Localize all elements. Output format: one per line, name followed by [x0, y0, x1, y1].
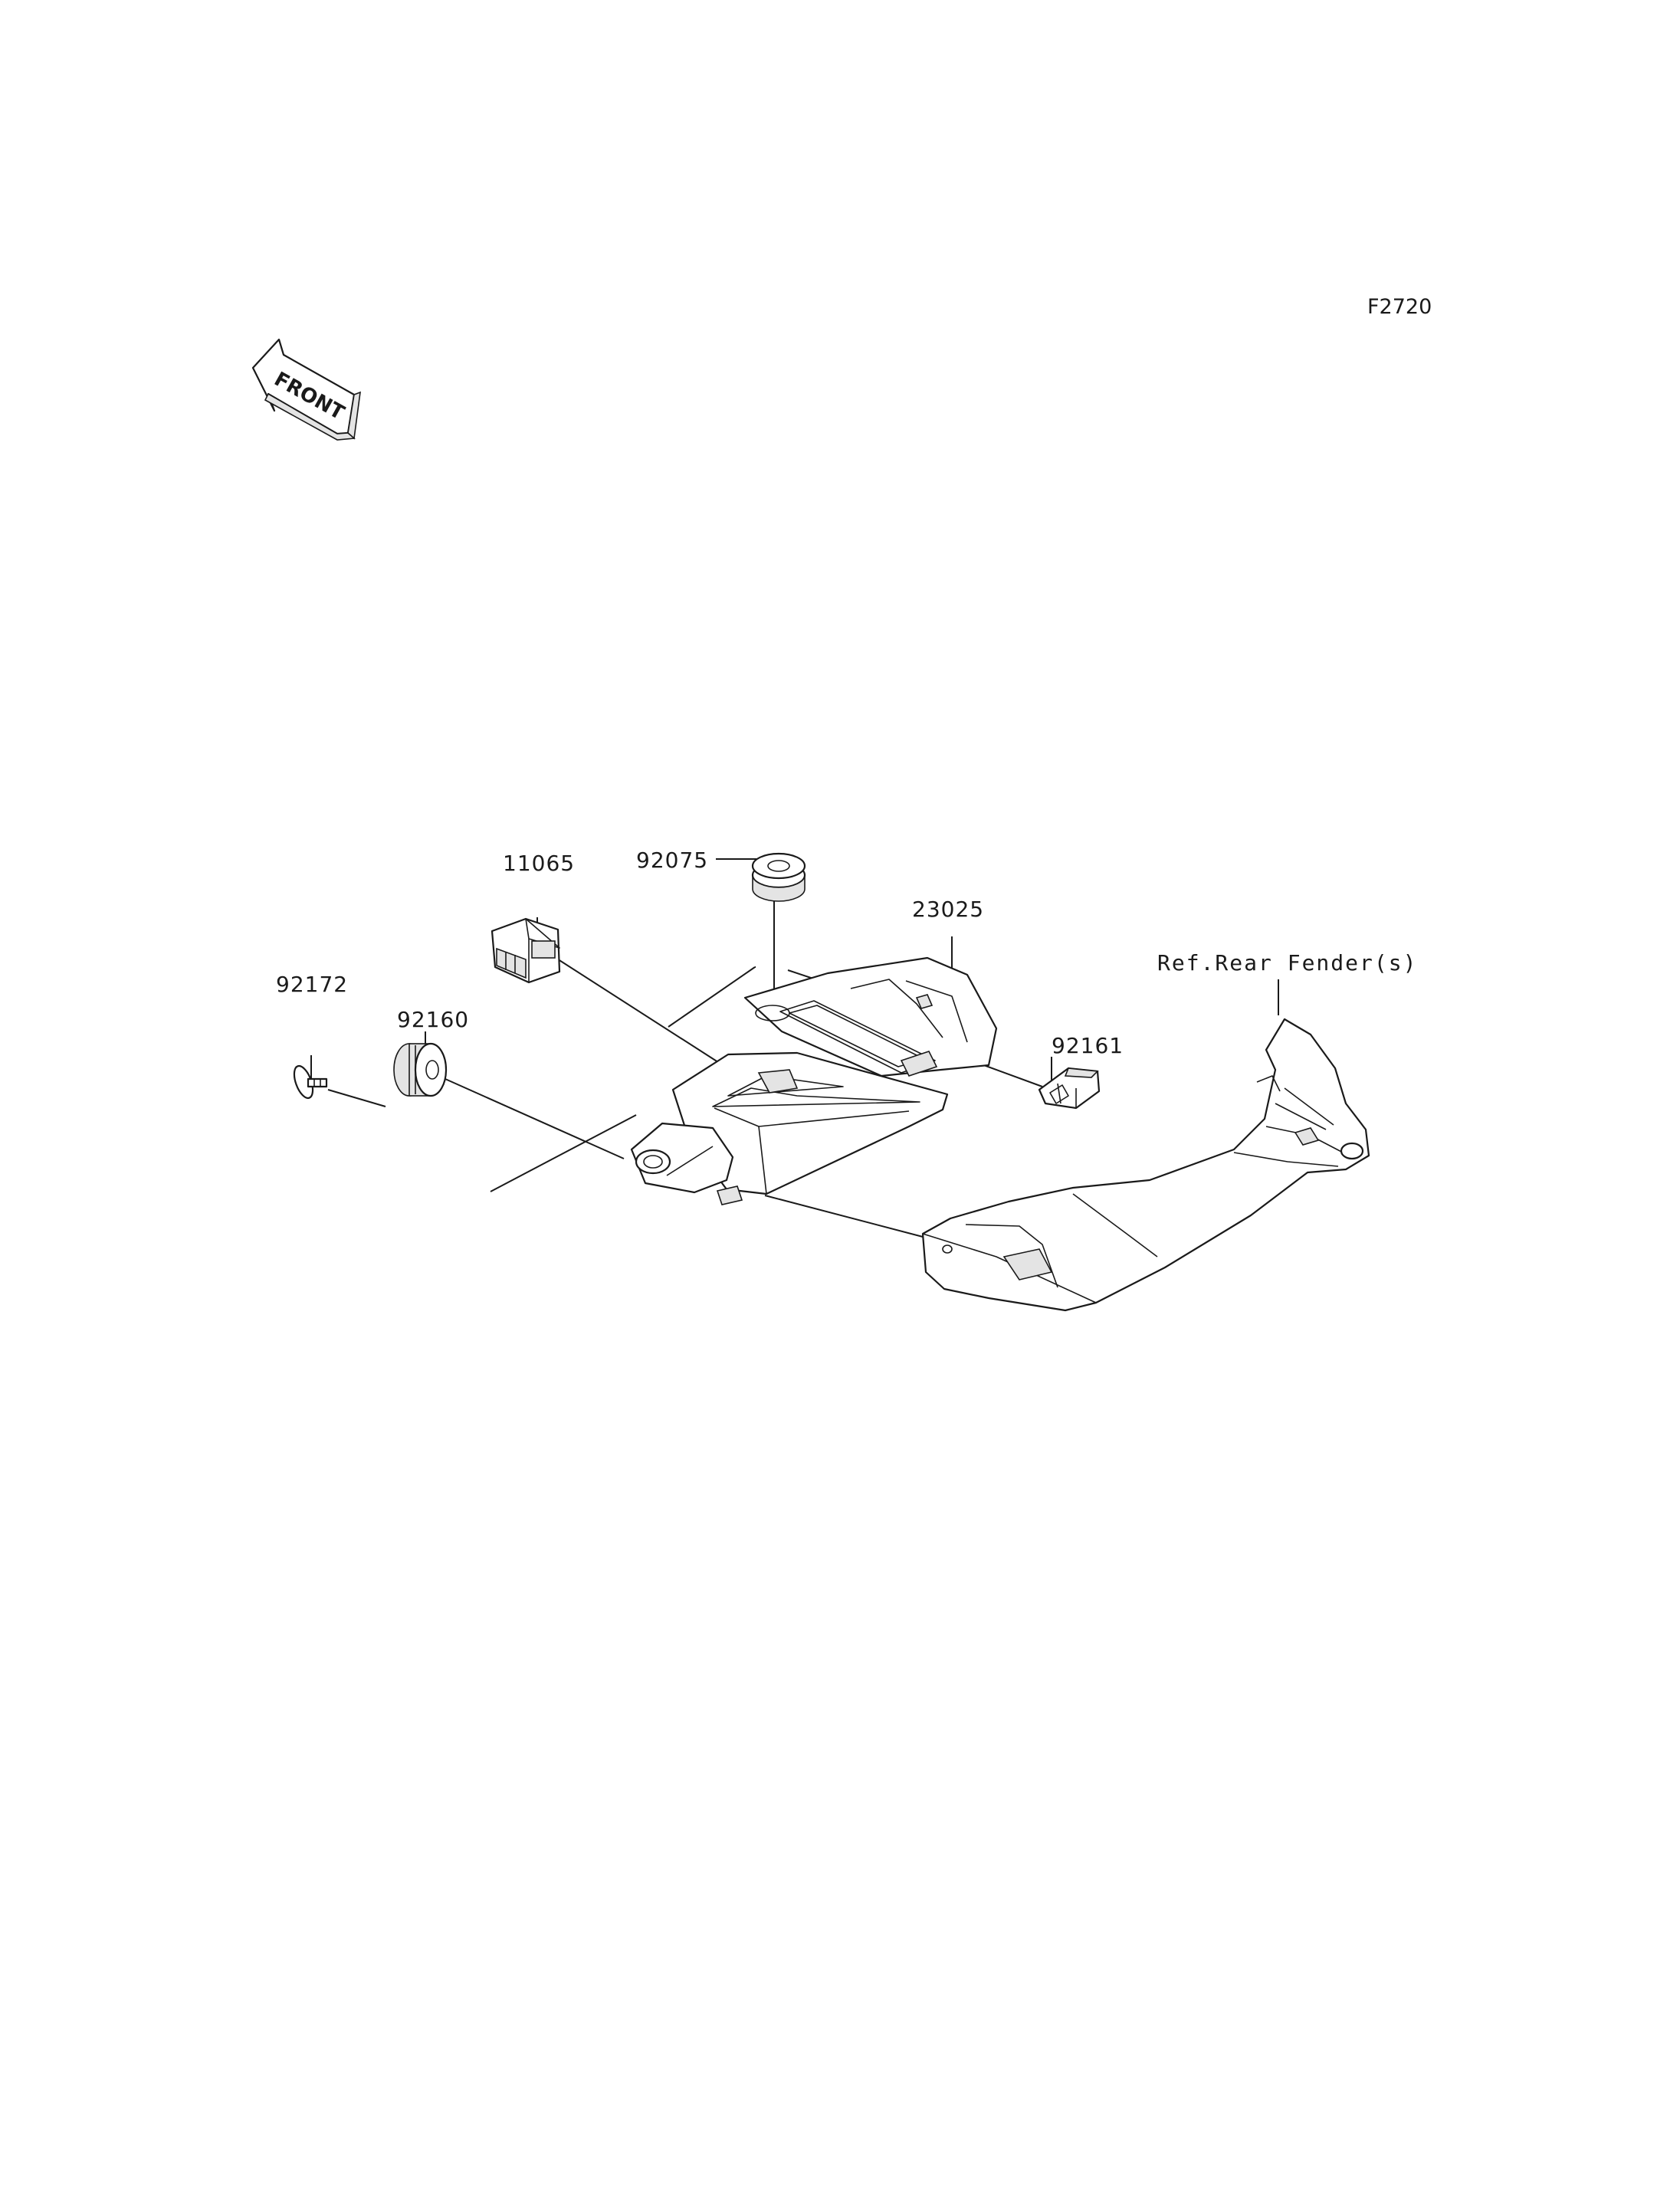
front-arrow-icon: FRONT	[251, 338, 361, 441]
callout-23025[interactable]: 23025	[912, 897, 984, 922]
damper-92160[interactable]	[393, 1042, 448, 1097]
license-lamp-bracket-23025[interactable]	[630, 956, 998, 1205]
clamp-92161[interactable]	[1038, 1067, 1101, 1110]
callout-92172[interactable]: 92172	[276, 972, 348, 997]
leader-lines	[310, 858, 1279, 1238]
rear-fender-reference	[921, 1018, 1370, 1312]
connector-cap-11065[interactable]	[491, 917, 561, 984]
callout-ref-rear-fender[interactable]: Ref.Rear Fender(s)	[1157, 950, 1417, 976]
callout-92075[interactable]: 92075	[636, 848, 708, 873]
callout-11065[interactable]: 11065	[503, 851, 575, 876]
grommet-92075[interactable]	[751, 852, 806, 902]
screw-92172[interactable]	[290, 1064, 328, 1100]
callout-92160[interactable]: 92160	[397, 1007, 469, 1032]
callout-92161[interactable]: 92161	[1052, 1033, 1124, 1058]
figure-id: F2720	[1367, 295, 1432, 319]
